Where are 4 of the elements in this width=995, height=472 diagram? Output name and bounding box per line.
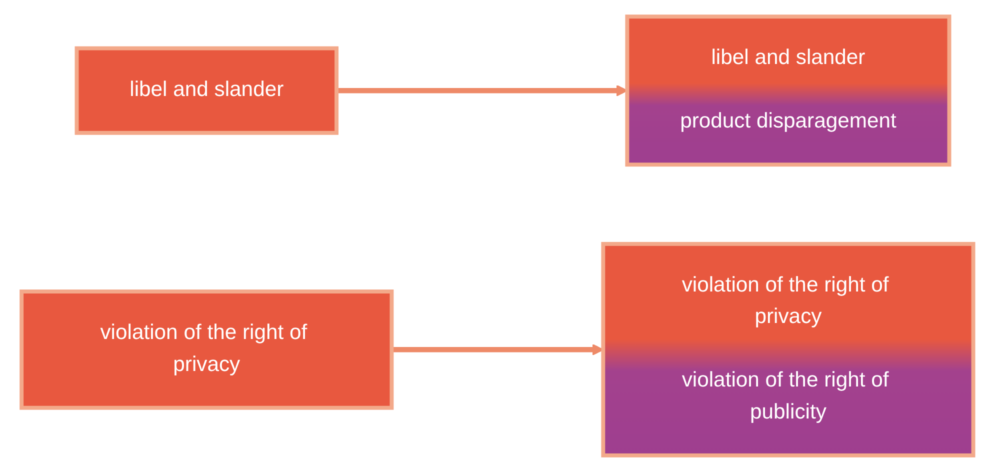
text-box: violation of the right of privacy violation of the right of publicity bbox=[601, 242, 976, 458]
text-box: libel and slander product disparagement bbox=[625, 14, 952, 167]
text-box: libel and slander bbox=[74, 46, 339, 135]
text-box: violation of the right of privacy bbox=[20, 290, 394, 410]
